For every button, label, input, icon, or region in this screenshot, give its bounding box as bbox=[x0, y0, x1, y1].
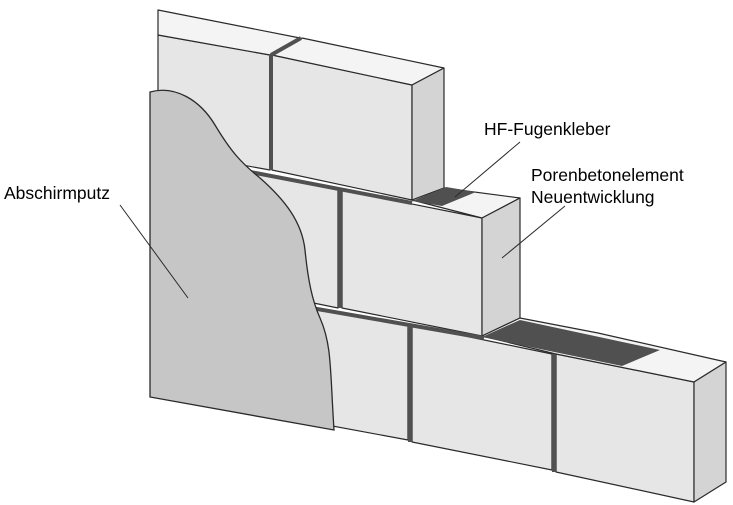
adhesive-strip-upper bbox=[412, 187, 476, 206]
joints bbox=[239, 36, 556, 472]
lower-right-block-side bbox=[693, 361, 727, 503]
shielding-plaster bbox=[149, 89, 335, 431]
label-element-line1: Porenbetonelement bbox=[531, 165, 684, 185]
leader-element bbox=[501, 205, 566, 259]
label-element-line2: Neuentwicklung bbox=[531, 187, 655, 207]
leader-lines bbox=[119, 141, 566, 299]
label-adhesive: HF-Fugenkleber bbox=[484, 119, 611, 139]
upper-top-vertical-joint bbox=[270, 36, 302, 57]
adhesive-strip-lower bbox=[482, 320, 660, 366]
bed-joint-lower bbox=[299, 304, 485, 340]
middle-right-block-side bbox=[481, 197, 521, 337]
leader-plaster bbox=[119, 204, 189, 299]
bed-joint-upper bbox=[239, 168, 413, 205]
leader-adhesive bbox=[454, 141, 521, 198]
upper-right-block-side bbox=[411, 67, 445, 201]
label-shielding-plaster: Abschirmputz bbox=[4, 183, 110, 203]
